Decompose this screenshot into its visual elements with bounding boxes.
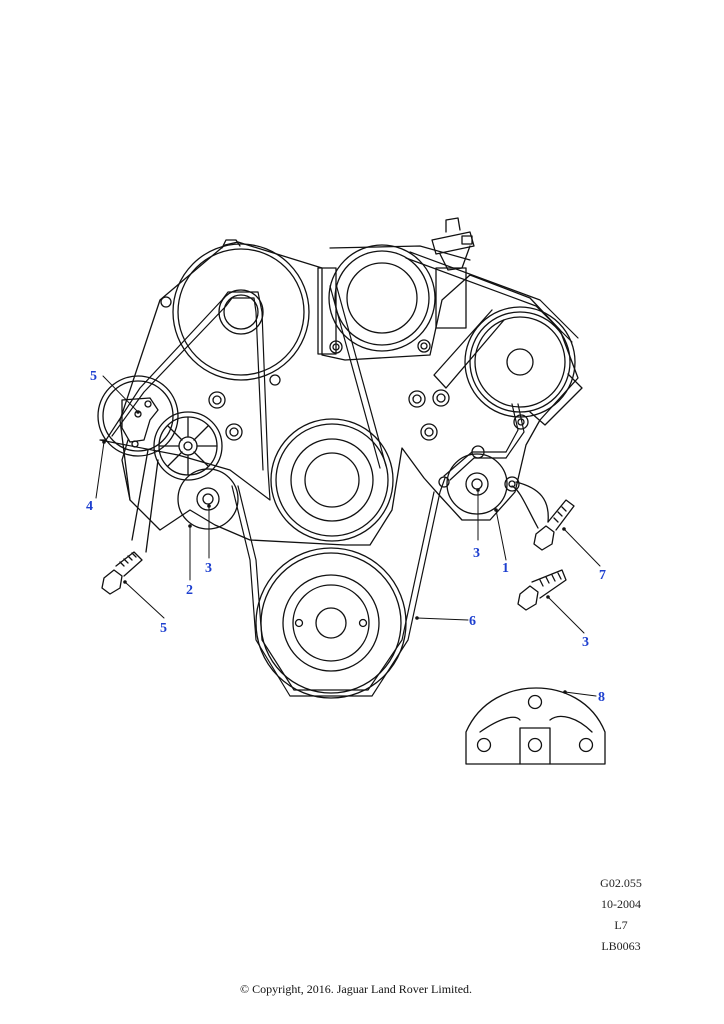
callout-1: 1 — [502, 561, 509, 576]
leader-lines — [95, 375, 601, 697]
leader-dots — [102, 410, 567, 694]
callout-7: 7 — [599, 568, 606, 583]
crankshaft-pulley — [255, 547, 407, 699]
idler-pulley-2 — [177, 468, 239, 530]
ac-compressor — [433, 306, 583, 430]
drawing-code: G02.055 — [600, 876, 642, 890]
callout-3-idler-right: 3 — [473, 546, 480, 561]
power-steering-pump — [317, 244, 467, 355]
bolt-3 — [517, 569, 567, 611]
callout-2: 2 — [186, 583, 193, 598]
center-pulley — [270, 418, 394, 542]
drawing-ref: LB0063 — [601, 939, 641, 953]
tensioner-pulley — [97, 375, 179, 501]
callout-5-bottom: 5 — [160, 621, 167, 636]
drive-belt — [99, 245, 579, 697]
engine-cover-outline — [119, 241, 579, 546]
callout-3-bolt: 3 — [582, 635, 589, 650]
callout-4: 4 — [86, 499, 93, 514]
bolt-5 — [101, 449, 159, 595]
drawing-date: 10-2004 — [601, 897, 641, 911]
bracket-8 — [465, 687, 606, 765]
copyright-notice: © Copyright, 2016. Jaguar Land Rover Lim… — [239, 982, 473, 996]
callout-8: 8 — [598, 690, 605, 705]
bolt-7 — [511, 481, 575, 551]
drawing-level: L7 — [614, 918, 628, 932]
alternator — [160, 239, 310, 386]
callout-5-top: 5 — [90, 369, 97, 384]
callout-6: 6 — [469, 614, 476, 629]
fan-pulley — [153, 411, 223, 481]
callout-3-idler-left: 3 — [205, 561, 212, 576]
idler-pulley-1 — [446, 453, 508, 515]
mounting-holes — [208, 389, 520, 492]
